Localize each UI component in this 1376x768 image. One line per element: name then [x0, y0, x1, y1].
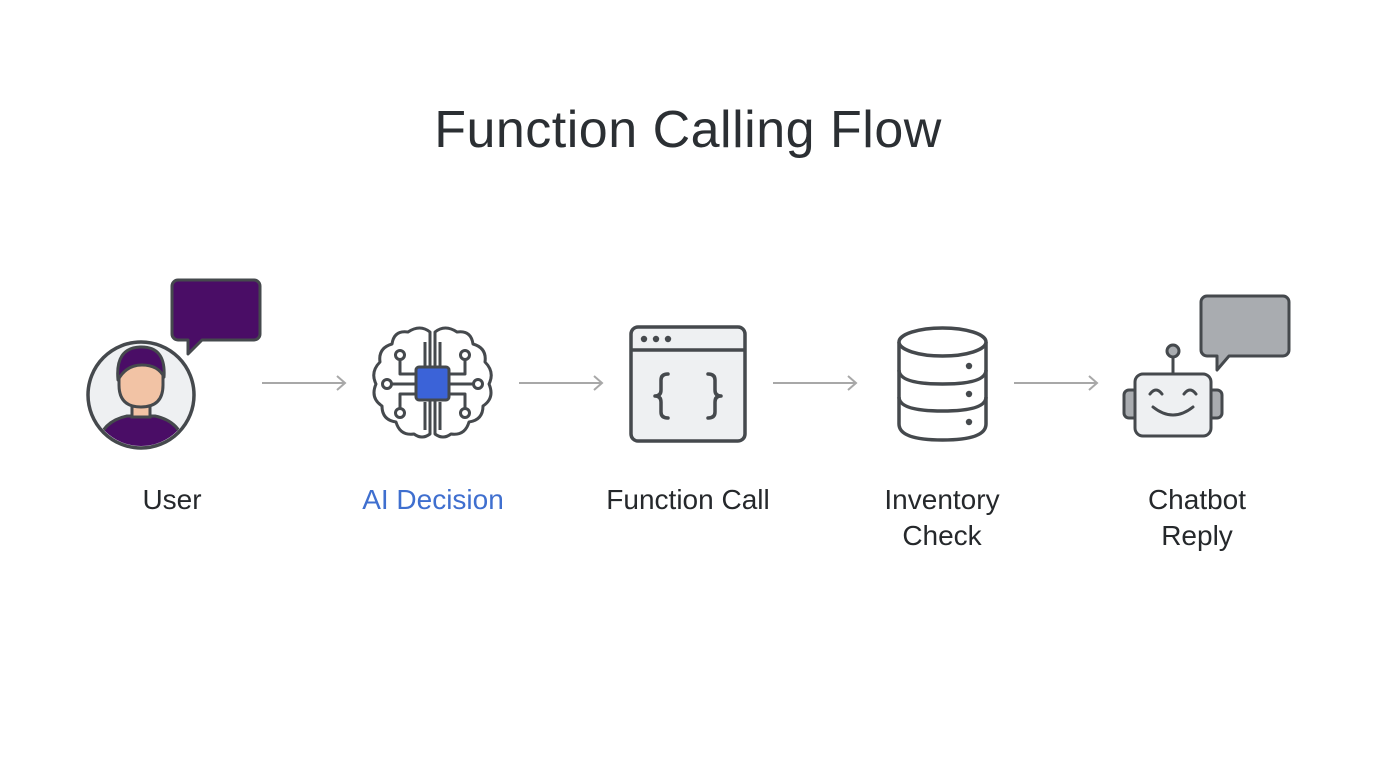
arrow-right-icon [519, 375, 604, 391]
step-label-ai-decision: AI Decision [313, 482, 553, 518]
label-line: Check [902, 520, 982, 551]
arrow-right-icon [1014, 375, 1099, 391]
step-label-chatbot-reply: Chatbot Reply [1077, 482, 1317, 554]
robot-icon [1122, 343, 1224, 438]
label-line: Reply [1161, 520, 1233, 551]
chip-icon [414, 365, 451, 402]
step-label-function-call: Function Call [568, 482, 808, 518]
step-label-user: User [52, 482, 292, 518]
arrow-right-icon [262, 375, 347, 391]
avatar-icon [86, 340, 196, 450]
brain-chip-icon [372, 326, 493, 439]
speech-bubble-icon [1199, 294, 1291, 372]
speech-bubble-icon [170, 278, 262, 356]
user-with-speech-bubble-icon [86, 278, 262, 450]
label-line: Inventory [884, 484, 1000, 515]
step-label-inventory-check: Inventory Check [822, 482, 1062, 554]
robot-with-speech-bubble-icon [1122, 294, 1291, 438]
label-line: AI Decision [362, 484, 504, 515]
code-window-icon [629, 325, 747, 443]
label-line: Function Call [606, 484, 770, 515]
label-line: User [142, 484, 202, 515]
label-line: Chatbot [1147, 484, 1247, 515]
arrow-right-icon [773, 375, 858, 391]
curly-braces-icon [653, 372, 723, 420]
diagram-title: Function Calling Flow [434, 101, 942, 159]
database-icon [897, 326, 988, 442]
